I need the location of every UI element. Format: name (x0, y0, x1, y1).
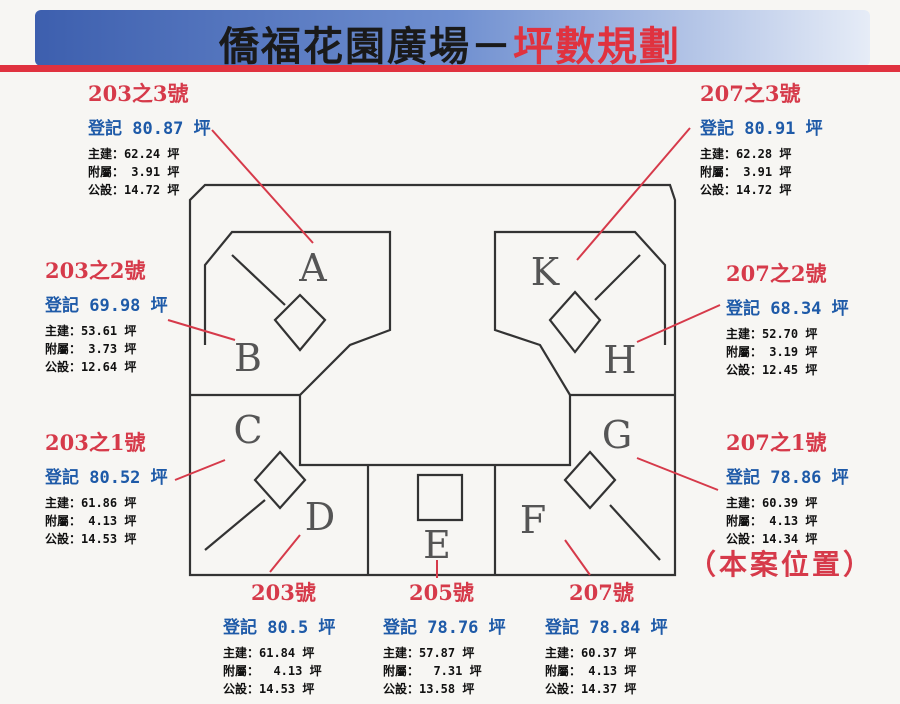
unit-a-outline (203, 230, 392, 396)
label-d: D (304, 495, 336, 539)
page-title: 僑福花園廣場－坪數規劃 (219, 24, 681, 70)
unit-info-203-3: 203之3號 登記 80.87 坪 主建：62.24 坪附屬： 3.91 坪公設… (88, 81, 211, 197)
unit-info-207: 207號 登記 78.84 坪 主建：60.37 坪附屬： 4.13 坪公設：1… (545, 580, 668, 696)
unit-info-203: 203號 登記 80.5 坪 主建：61.84 坪附屬： 4.13 坪公設：14… (223, 580, 336, 696)
unit-info-205: 205號 登記 78.76 坪 主建：57.87 坪附屬： 7.31 坪公設：1… (383, 580, 506, 696)
label-k: K (530, 250, 560, 294)
arrow-d (269, 534, 301, 573)
unit-k-outline (493, 230, 667, 396)
unit-info-203-1: 203之1號 登記 80.52 坪 主建：61.86 坪附屬： 4.13 坪公設… (45, 430, 168, 546)
label-b: B (234, 336, 262, 380)
core-g (563, 450, 617, 510)
header-bar (35, 10, 870, 66)
label-g: G (601, 413, 633, 457)
arrow-h (636, 304, 721, 343)
unit-info-207-1: 207之1號 登記 78.86 坪 主建：60.39 坪附屬： 4.13 坪公設… (726, 430, 849, 546)
core-k (548, 290, 602, 354)
unit-info-207-2: 207之2號 登記 68.34 坪 主建：52.70 坪附屬： 3.19 坪公設… (726, 261, 849, 377)
label-e: E (423, 523, 451, 567)
core-a (273, 293, 327, 352)
unit-e-core (416, 473, 464, 522)
unit-info-203-2: 203之2號 登記 69.98 坪 主建：53.61 坪附屬： 3.73 坪公設… (45, 258, 168, 374)
arrow-b (167, 319, 236, 341)
label-f: F (519, 498, 547, 542)
arrow-g (636, 457, 719, 491)
label-a: A (299, 246, 327, 290)
arrow-k (576, 127, 691, 261)
location-note: （本案位置） (688, 548, 875, 581)
label-c: C (233, 408, 263, 452)
building-outline (188, 183, 677, 577)
label-h: H (603, 338, 637, 382)
header-divider (0, 65, 900, 72)
unit-info-207-3: 207之3號 登記 80.91 坪 主建：62.28 坪附屬： 3.91 坪公設… (700, 81, 823, 197)
arrow-f (564, 539, 591, 576)
arrow-c (174, 459, 226, 481)
core-c (253, 450, 307, 510)
unit-e-walls (366, 465, 497, 575)
arrow-a (211, 129, 314, 244)
courtyard (298, 395, 572, 467)
